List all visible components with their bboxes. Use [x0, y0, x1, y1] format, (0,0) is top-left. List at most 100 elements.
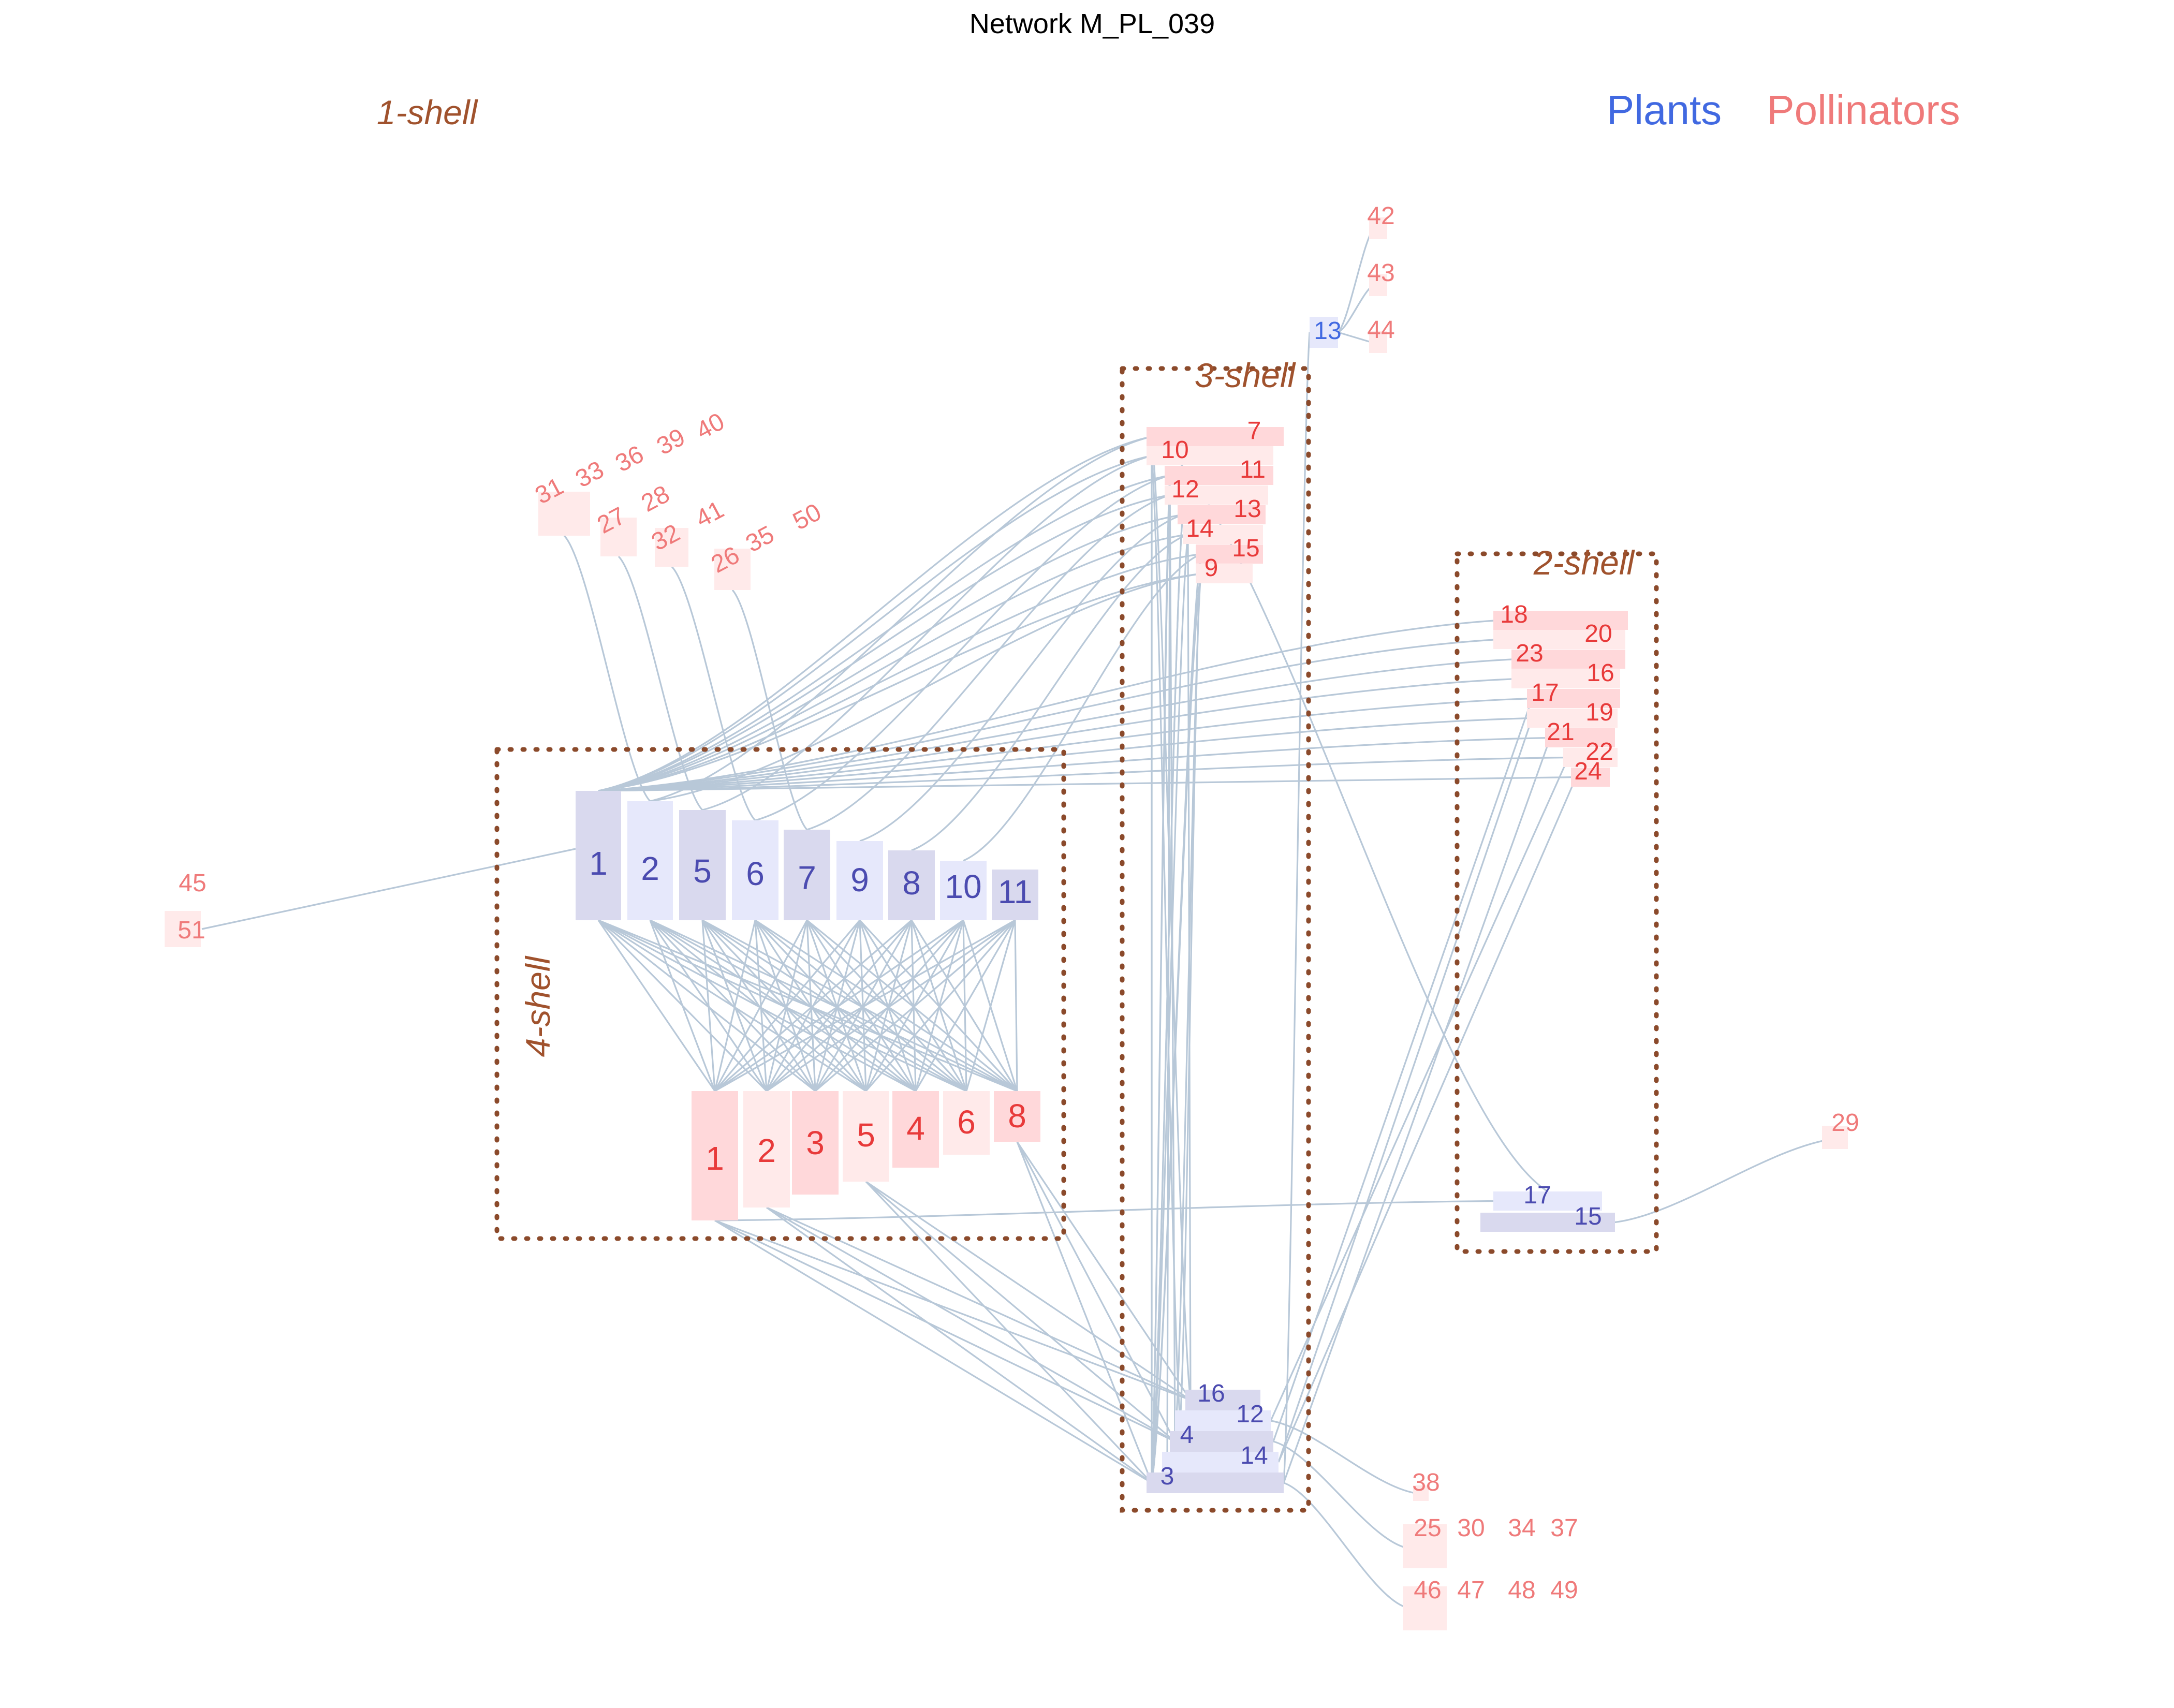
plant-node-17	[1493, 1191, 1602, 1211]
plant-label-2: 2	[641, 850, 659, 887]
link-q24-p14	[1277, 776, 1577, 1463]
link-p11-q6	[965, 920, 1016, 1092]
pollinator-node-13	[1178, 505, 1266, 524]
link-p2-q3	[649, 919, 816, 1092]
pollinator-node-16	[1511, 669, 1620, 688]
link-q1-p3	[714, 1219, 1152, 1484]
plant-node-13	[1310, 317, 1338, 348]
pollinator-node-24	[1571, 768, 1610, 787]
pollinator-node-21	[1545, 728, 1615, 747]
link-p1-q7	[598, 435, 1152, 792]
link-p7-q3	[806, 920, 816, 1092]
plant-label-5: 5	[693, 852, 712, 890]
shell-label-1: 1-shell	[377, 93, 479, 131]
link-q8-p16	[1016, 1141, 1192, 1401]
peripheral-label-39: 39	[652, 423, 689, 461]
link-p1-q23	[598, 658, 1517, 792]
plant-node-9	[836, 841, 883, 920]
link-q21-p3	[1283, 737, 1551, 1483]
link-p8-q1	[714, 919, 913, 1092]
link-p1-q17	[598, 697, 1533, 792]
pollinator-node-5	[843, 1091, 889, 1182]
link-pc-q14	[911, 534, 1188, 851]
link-q22-p12	[1270, 757, 1569, 1421]
plant-node-11	[992, 870, 1038, 920]
link-p1-q10	[598, 454, 1152, 792]
peripheral-label-38: 38	[1412, 1469, 1439, 1496]
pollinator-label-24: 24	[1574, 758, 1602, 785]
pollinator-label-20: 20	[1584, 620, 1612, 647]
plant-node-3	[1147, 1473, 1284, 1493]
link-q10-p12	[1151, 455, 1181, 1421]
plant-label-1: 1	[589, 845, 608, 882]
link-p11-q8	[1014, 920, 1018, 1092]
link-p7-q4	[806, 920, 917, 1092]
link-q5-p3	[865, 1181, 1153, 1484]
legend-plants: Plants	[1607, 87, 1722, 133]
peripheral-label-43: 43	[1367, 259, 1394, 287]
link-g4-p7	[731, 589, 808, 831]
peripheral-label-50: 50	[788, 498, 826, 536]
link-p5-q3	[701, 920, 816, 1092]
link-q14-p3	[1151, 534, 1189, 1483]
pollinator-label-1: 1	[706, 1140, 724, 1177]
pollinator-label-8: 8	[1008, 1097, 1026, 1135]
plant-node-12	[1175, 1410, 1271, 1431]
link-pc-q11	[755, 474, 1170, 821]
plant-label-4: 4	[1180, 1421, 1194, 1449]
plant-node-10	[940, 861, 987, 920]
plant-node-1	[576, 791, 621, 920]
link-p10-q3	[814, 919, 964, 1092]
link-q1-p17	[714, 1200, 1494, 1221]
shell-label-2: 2-shell	[1533, 543, 1636, 582]
plant-label-8: 8	[902, 864, 921, 902]
link-p8-q4	[910, 920, 917, 1092]
link-p1-q18	[598, 619, 1499, 792]
link-p11-q3	[814, 919, 1016, 1092]
link-p6-q3	[754, 920, 816, 1092]
peripheral-group-g7	[1369, 331, 1387, 353]
plant-label-15: 15	[1574, 1203, 1602, 1230]
peripheral-label-42: 42	[1367, 202, 1394, 230]
link-p11-q1	[714, 919, 1016, 1092]
pollinator-label-11: 11	[1240, 456, 1266, 483]
link-p1-q1	[597, 920, 716, 1092]
link-pc-q13	[859, 513, 1183, 842]
link-p4-q25	[1273, 1440, 1406, 1549]
pollinator-label-17: 17	[1531, 679, 1559, 706]
plant-node-15	[1480, 1213, 1615, 1232]
plant-node-7	[784, 830, 830, 920]
link-p6-q4	[754, 919, 917, 1092]
plant-label-16: 16	[1197, 1380, 1225, 1407]
pollinator-label-22: 22	[1585, 738, 1613, 765]
link-pc-q7	[650, 435, 1152, 802]
shell-box-2	[1455, 551, 1659, 1254]
pollinator-node-2	[743, 1091, 790, 1208]
link-p5-q5	[701, 919, 867, 1092]
pollinator-label-10: 10	[1161, 436, 1188, 464]
peripheral-group-g13	[1403, 1586, 1447, 1630]
link-p7-q5	[806, 920, 867, 1092]
link-p1-q15	[598, 553, 1201, 792]
plant-node-4	[1170, 1431, 1273, 1452]
plant-label-13: 13	[1314, 317, 1341, 345]
plant-label-12: 12	[1236, 1401, 1264, 1428]
chart-title: Network M_PL_039	[970, 8, 1215, 39]
pollinator-node-4	[892, 1091, 939, 1168]
link-p11-q5	[865, 919, 1016, 1092]
pollinator-node-6	[943, 1091, 990, 1155]
link-g1-p2	[563, 535, 651, 802]
pollinator-node-7	[1147, 427, 1284, 446]
peripheral-group-g12	[1403, 1524, 1447, 1568]
plant-label-7: 7	[798, 859, 816, 896]
peripheral-label-34: 34	[1508, 1514, 1535, 1542]
pollinator-node-10	[1147, 446, 1273, 465]
link-g2-p5	[618, 555, 703, 811]
link-p11-q2	[766, 919, 1016, 1092]
link-g9-p1	[201, 848, 576, 930]
pollinator-node-18	[1493, 611, 1628, 630]
peripheral-label-44: 44	[1367, 316, 1394, 344]
link-g3-p6	[671, 566, 756, 821]
